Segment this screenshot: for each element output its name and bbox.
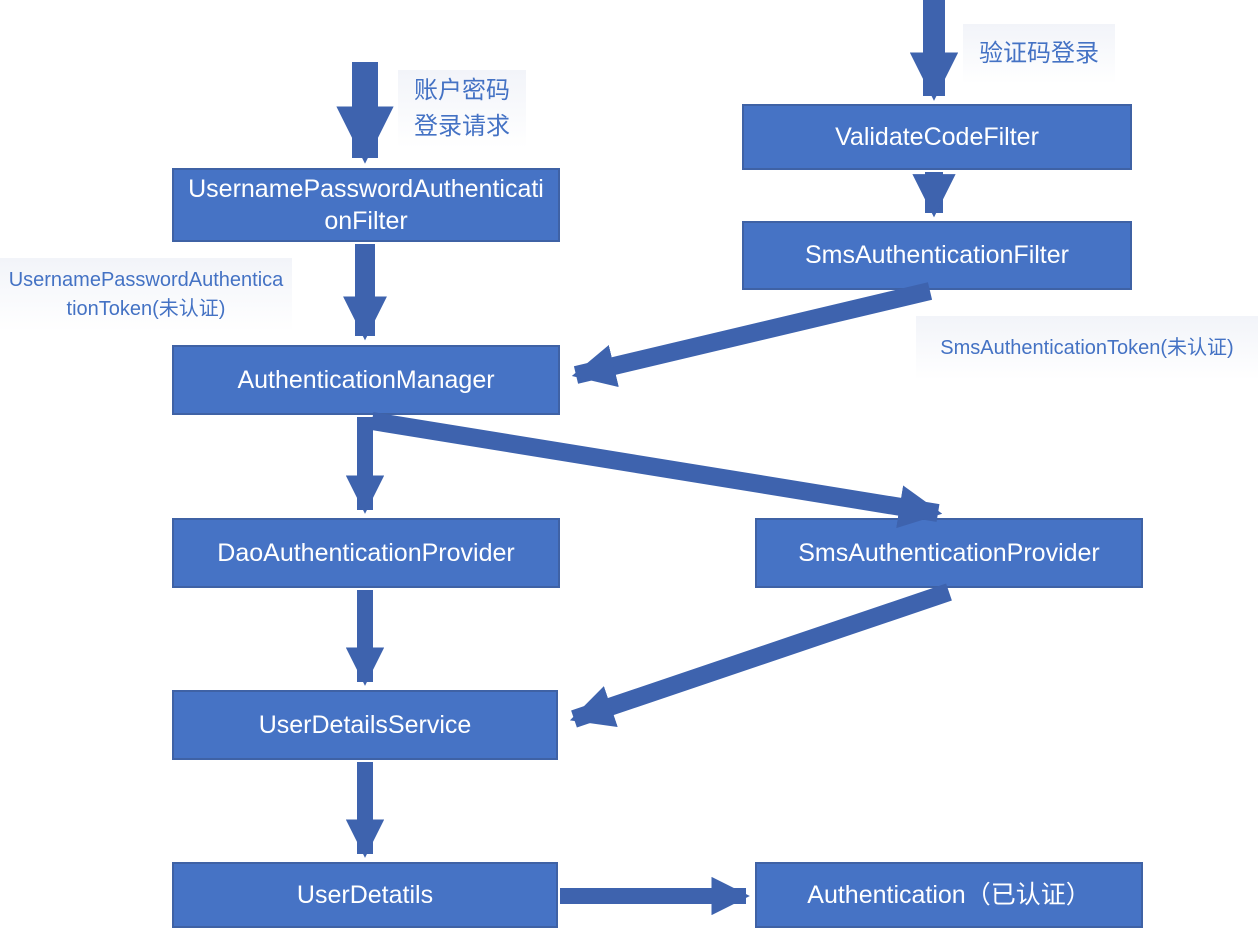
node-dao-authentication-provider: DaoAuthenticationProvider: [172, 518, 560, 588]
annotation-sms-login: 验证码登录: [963, 24, 1115, 84]
node-user-details-service: UserDetailsService: [172, 690, 558, 760]
node-authentication-authenticated: Authentication（已认证）: [755, 862, 1143, 928]
edge-sms-filter-to-authentication-manager: [571, 282, 933, 388]
edge-sms-provider-to-user-details-service: [569, 583, 952, 728]
annotation-password-login-request: 账户密码 登录请求: [398, 70, 526, 148]
node-sms-authentication-filter: SmsAuthenticationFilter: [742, 221, 1132, 290]
annotation-username-password-token: UsernamePasswordAuthenticationToken(未认证): [0, 258, 292, 332]
node-sms-authentication-provider: SmsAuthenticationProvider: [755, 518, 1143, 588]
node-validate-code-filter: ValidateCodeFilter: [742, 104, 1132, 170]
edge-manager-to-sms-provider: [370, 412, 943, 529]
annotation-sms-token: SmsAuthenticationToken(未认证): [916, 316, 1258, 380]
node-authentication-manager: AuthenticationManager: [172, 345, 560, 415]
node-username-password-authentication-filter: UsernamePasswordAuthenticationFilter: [172, 168, 560, 242]
node-user-detatils: UserDetatils: [172, 862, 558, 928]
